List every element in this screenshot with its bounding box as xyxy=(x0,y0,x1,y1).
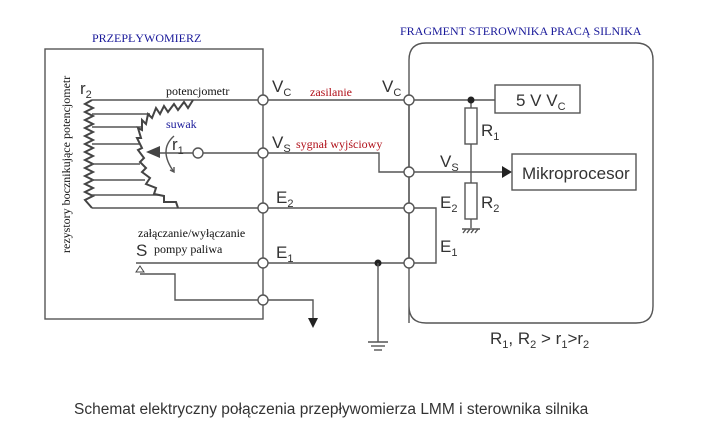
r1-terminal xyxy=(192,147,204,159)
vc-left-label: VC xyxy=(272,77,291,99)
s-switch-label: S xyxy=(136,241,147,260)
flowmeter-terminals xyxy=(257,94,269,306)
e2-left-label: E2 xyxy=(276,188,293,210)
diagram-caption: Schemat elektryczny połączenia przepływo… xyxy=(74,401,589,418)
shunt-resistor-chain xyxy=(82,99,96,209)
r1-resistor xyxy=(464,107,478,145)
r2-label: r2 xyxy=(80,79,92,101)
r1-resistor-label: R1 xyxy=(481,121,499,143)
microprocessor-box xyxy=(511,153,637,191)
chassis-ground-arrow-icon xyxy=(308,318,318,328)
r2-resistor-label: R2 xyxy=(481,193,499,215)
e1-left-label: E1 xyxy=(276,243,293,265)
shunt-resistors-label: rezystory bocznikujące potencjometr xyxy=(59,76,73,253)
pump-switch-label-1: załączanie/wyłączanie xyxy=(138,226,245,240)
earth-ground-icon xyxy=(368,341,388,351)
output-signal-label: sygnał wyjściowy xyxy=(296,137,382,151)
microprocessor-label: Mikroprocesor xyxy=(522,164,630,183)
r2-resistor xyxy=(464,182,478,220)
interconnect-wires xyxy=(268,99,404,318)
condition-label: R1, R2 > r1>r2 xyxy=(490,329,589,351)
e1-right-label: E1 xyxy=(440,237,457,259)
r2-ground-icon xyxy=(462,228,480,234)
e2-right-label: E2 xyxy=(440,193,457,215)
potentiometer-track xyxy=(135,99,194,209)
controller-wires xyxy=(408,99,502,264)
controller-box xyxy=(408,42,654,324)
pump-switch-label-2: pompy paliwa xyxy=(154,242,223,256)
switch-contact-icon xyxy=(135,265,145,273)
flowmeter-box xyxy=(44,48,264,320)
supply-junction xyxy=(467,96,475,104)
vs-left-label: VS xyxy=(272,133,291,155)
supply-5v-label: 5 V VC xyxy=(516,91,566,113)
flowmeter-title: PRZEPŁYWOMIERZ xyxy=(92,31,201,45)
supply-label: zasilanie xyxy=(310,85,352,99)
potentiometer-label: potencjometr xyxy=(166,84,229,98)
r1-label: r1 xyxy=(172,135,184,157)
vc-right-label: VC xyxy=(382,77,401,99)
vs-right-label: VS xyxy=(440,152,459,174)
supply-5v-box xyxy=(494,84,581,114)
wiper-arrow-icon xyxy=(146,146,160,158)
wiper-label: suwak xyxy=(166,117,197,131)
rotation-arrow-icon xyxy=(165,135,175,173)
controller-title: FRAGMENT STEROWNIKA PRACĄ SILNIKA xyxy=(400,24,642,38)
signal-arrow-icon xyxy=(502,166,512,178)
